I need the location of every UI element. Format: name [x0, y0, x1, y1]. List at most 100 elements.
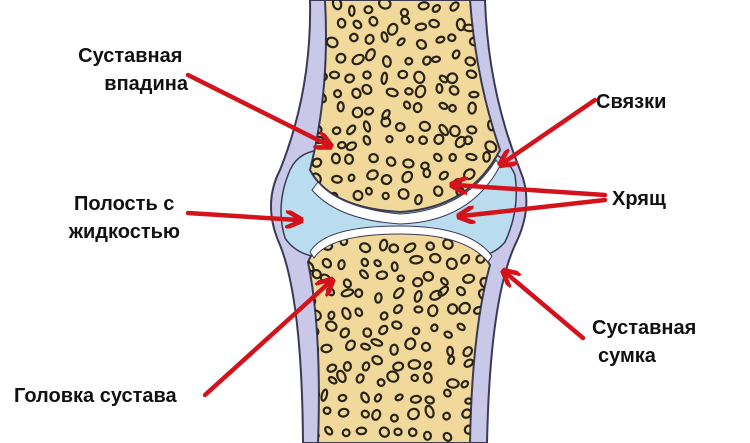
bone-pore	[336, 17, 347, 29]
bone-pore	[442, 238, 454, 250]
bone-pore	[364, 186, 373, 196]
bone-pore	[412, 102, 423, 114]
label-cartilage: Хрящ	[612, 188, 666, 210]
arrow-cartilage-upper	[455, 185, 608, 198]
bone-pore	[360, 409, 370, 419]
bone-pore	[385, 87, 399, 98]
bone-pore	[438, 170, 449, 181]
bone-pore	[448, 152, 458, 163]
bone-pore	[360, 257, 370, 268]
bone-pore	[428, 18, 440, 29]
bone-pore	[352, 19, 363, 30]
bone-pore	[422, 167, 432, 179]
bone-pore	[404, 56, 414, 66]
bone-pore	[390, 261, 399, 272]
bone-pore	[447, 355, 456, 365]
bone-pore	[386, 370, 400, 383]
bone-pore	[418, 120, 432, 132]
bone-pore	[375, 270, 389, 281]
bone-pore	[355, 426, 368, 436]
bone-pore	[458, 301, 471, 315]
bone-pore	[344, 73, 356, 84]
bone-pore	[362, 70, 372, 80]
bone-pore	[366, 169, 379, 181]
bone-pore	[400, 15, 411, 25]
bone-pore	[363, 5, 374, 15]
bone-pore	[311, 157, 323, 168]
bone-pore	[410, 373, 419, 383]
bone-pore	[342, 361, 353, 372]
bone-pore	[422, 430, 433, 441]
bone-pore	[412, 276, 424, 288]
bone-pore	[346, 124, 357, 136]
bone-pore	[389, 413, 399, 423]
bone-pore	[409, 254, 424, 265]
lower-bone-pores	[308, 233, 490, 442]
bone-pore	[465, 152, 478, 162]
bone-pore	[349, 32, 359, 43]
bone-pore	[461, 408, 473, 419]
label-joint-cavity-fluid: Полость с жидкостью	[68, 193, 180, 243]
bone-pore	[455, 286, 467, 297]
bone-pore	[451, 49, 461, 60]
bone-pore	[343, 153, 355, 165]
bone-pore	[358, 242, 372, 254]
bone-pore	[417, 1, 430, 11]
label-joint-capsule: Суставная сумка	[592, 317, 702, 367]
bone-pore	[443, 330, 453, 339]
bone-pore	[409, 394, 422, 404]
bone-pore	[460, 253, 471, 265]
bone-pore	[345, 141, 358, 152]
bone-pore	[438, 101, 449, 111]
bone-pore	[378, 426, 391, 438]
bone-pore	[404, 337, 417, 351]
bone-pore	[396, 274, 406, 283]
lower-bone	[306, 225, 493, 443]
bone-pore	[325, 36, 339, 49]
arrow-joint-head	[202, 282, 330, 398]
bone-pore	[392, 304, 404, 315]
bone-pore	[446, 378, 460, 389]
bone-pore	[327, 310, 336, 321]
bone-pore	[337, 140, 347, 150]
bone-pore	[422, 270, 435, 282]
bone-pore	[446, 303, 459, 315]
arrow-joint-capsule	[506, 273, 586, 341]
label-cartilage-line1: Хрящ	[612, 188, 666, 210]
bone-pore	[456, 322, 466, 332]
bone-pore	[437, 285, 450, 298]
arrow-joint-cavity-fluid	[185, 213, 298, 220]
bone-pore	[430, 323, 439, 333]
bone-pore	[364, 33, 375, 45]
bone-pore	[364, 48, 376, 62]
bone-pore	[415, 38, 428, 50]
bone-pore	[392, 361, 405, 372]
bone-pore	[391, 320, 403, 330]
bone-pore	[368, 15, 379, 27]
bone-pore	[371, 355, 384, 366]
label-ligaments-line1: Связки	[596, 91, 666, 113]
bone-pore	[374, 292, 383, 304]
bone-pore	[361, 83, 373, 95]
bone-pore	[414, 194, 423, 206]
bone-pore	[394, 393, 404, 402]
bone-pore	[341, 428, 351, 438]
bone-pore	[413, 305, 424, 314]
bone-pore	[429, 252, 442, 264]
bone-pore	[396, 37, 406, 47]
bone-pore	[449, 124, 461, 138]
bone-pore	[445, 257, 458, 271]
bone-pore	[449, 1, 460, 12]
bone-pore	[324, 425, 334, 436]
arrows	[185, 72, 608, 398]
bone-pore	[467, 101, 477, 115]
bone-pore	[385, 156, 397, 167]
bone-pore	[460, 379, 470, 389]
bone-pore	[397, 188, 410, 200]
bone-pore	[378, 0, 392, 10]
bone-pore	[330, 152, 341, 165]
bone-pore	[320, 343, 333, 354]
bone-pore	[336, 369, 347, 384]
bone-pore	[402, 100, 412, 110]
bone-pore	[455, 17, 467, 32]
